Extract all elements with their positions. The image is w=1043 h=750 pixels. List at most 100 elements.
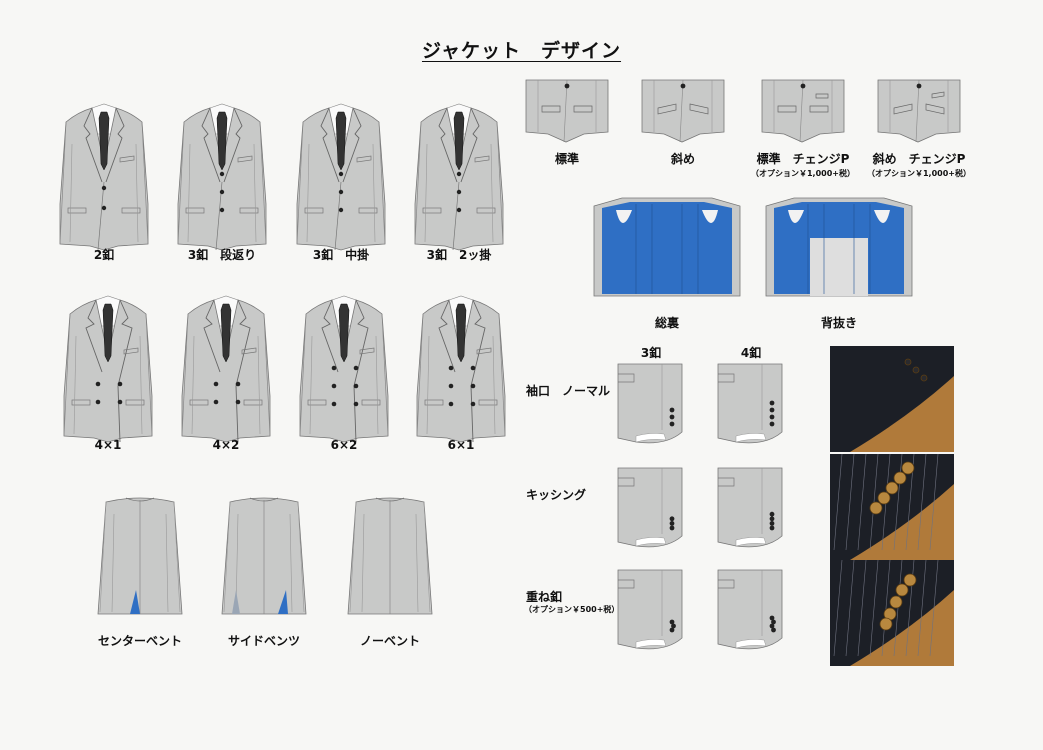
- back-seam: [111, 513, 115, 613]
- vent-label: サイドベンツ: [227, 634, 300, 648]
- cuff-edge: [735, 639, 767, 649]
- button: [219, 171, 225, 177]
- cuff-photo-1: [830, 346, 954, 452]
- sleeve-left: [59, 121, 67, 245]
- pocket-2: [641, 79, 725, 143]
- cuff-button: [769, 516, 775, 522]
- pinstripe: [881, 559, 891, 657]
- jacket-body: [177, 107, 267, 251]
- lapel-left: [321, 299, 339, 373]
- pocket-flap: [777, 105, 797, 113]
- sleeve-seam: [253, 143, 257, 243]
- lapel-left: [83, 107, 103, 183]
- button: [353, 401, 359, 407]
- cuff-2-2: [717, 467, 783, 548]
- lapel-right: [235, 299, 251, 443]
- front-style-label: 6×1: [447, 438, 475, 452]
- sleeve-seam: [306, 143, 310, 243]
- sleeve-seam: [73, 335, 77, 435]
- sleeve: [617, 467, 683, 548]
- side-seam: [349, 501, 357, 613]
- photo-button: [885, 481, 899, 495]
- hip-pocket-right: [358, 207, 378, 214]
- pocket-flap: [718, 373, 735, 383]
- hip-pocket-left: [304, 207, 324, 214]
- back-seam: [415, 513, 419, 613]
- front-edge: [679, 79, 684, 143]
- pocket-label: 標準: [554, 152, 579, 166]
- front-edge: [799, 79, 804, 143]
- pinstripe: [833, 453, 843, 551]
- front-style-label: 3釦 段返り: [187, 248, 257, 262]
- hip-pocket-left: [185, 207, 205, 214]
- necktie: [338, 303, 350, 363]
- cuff-photo-2: [830, 453, 954, 560]
- pinstripe: [869, 559, 879, 657]
- jacket-back-3: [347, 497, 433, 615]
- button: [470, 401, 476, 407]
- jacket-body: [59, 107, 149, 251]
- cuff-3-1: [617, 569, 683, 650]
- button: [448, 365, 454, 371]
- cuff-column-label: 4釦: [740, 346, 762, 360]
- button: [235, 399, 241, 405]
- hip-pocket-right: [125, 399, 145, 406]
- pocket-flap: [925, 103, 945, 115]
- button: [235, 381, 241, 387]
- breast-pocket: [241, 347, 257, 355]
- sleeve-left: [296, 121, 304, 245]
- sleeve-left: [177, 121, 185, 245]
- button: [353, 365, 359, 371]
- button: [95, 381, 101, 387]
- jacket-front-8: [416, 295, 506, 443]
- cuff-button: [769, 511, 775, 517]
- pinstripe: [929, 559, 939, 657]
- cuff-button: [769, 407, 775, 413]
- sleeve-seam: [309, 335, 313, 435]
- breast-pocket: [359, 347, 375, 355]
- lapel-left: [438, 299, 456, 373]
- cuff-row-label: 重ね釦: [526, 590, 563, 604]
- jacket-front-6: [181, 295, 271, 443]
- sleeve-right: [378, 121, 386, 245]
- cuff-button: [769, 623, 775, 629]
- cuff-edge: [735, 537, 767, 547]
- front-style-label: 3釦 2ッ掛: [426, 248, 492, 262]
- side-vent: [232, 590, 240, 614]
- cuff-row-note: （オプション￥500+税）: [524, 605, 620, 614]
- jacket-back-2: [221, 497, 307, 615]
- cuff-button: [769, 521, 775, 526]
- sleeve: [717, 569, 783, 650]
- pinstripe: [857, 559, 867, 657]
- cuff-button: [671, 623, 676, 629]
- necktie: [98, 111, 110, 171]
- button: [448, 401, 454, 407]
- hip-pocket-left: [307, 399, 327, 406]
- breast-pocket: [476, 347, 492, 355]
- sleeve-right: [145, 313, 153, 437]
- sleeve-left: [414, 121, 422, 245]
- photo-button: [893, 471, 907, 485]
- full-lining: [602, 202, 732, 294]
- sleeve-right: [498, 313, 506, 437]
- lapel-left: [438, 107, 458, 183]
- breast-pocket: [119, 155, 135, 163]
- breast-pocket: [123, 347, 139, 355]
- lining-1: [593, 197, 741, 297]
- armhole: [616, 210, 632, 223]
- photo-button: [920, 374, 928, 382]
- front-style-label: 4×2: [212, 438, 240, 452]
- pocket-flap: [541, 105, 561, 113]
- cuff-row-label: キッシング: [526, 488, 587, 502]
- lapel-right: [117, 299, 133, 443]
- button: [456, 171, 462, 177]
- cuff-edge: [635, 433, 667, 443]
- sleeve-seam: [69, 143, 73, 243]
- sleeve-seam: [375, 335, 379, 435]
- photo-button: [877, 491, 891, 505]
- necktie: [455, 303, 467, 363]
- breast-pocket: [356, 155, 372, 163]
- hip-pocket-right: [239, 207, 259, 214]
- cuff-row-label: 袖口 ノーマル: [526, 384, 611, 398]
- necktie: [216, 111, 228, 171]
